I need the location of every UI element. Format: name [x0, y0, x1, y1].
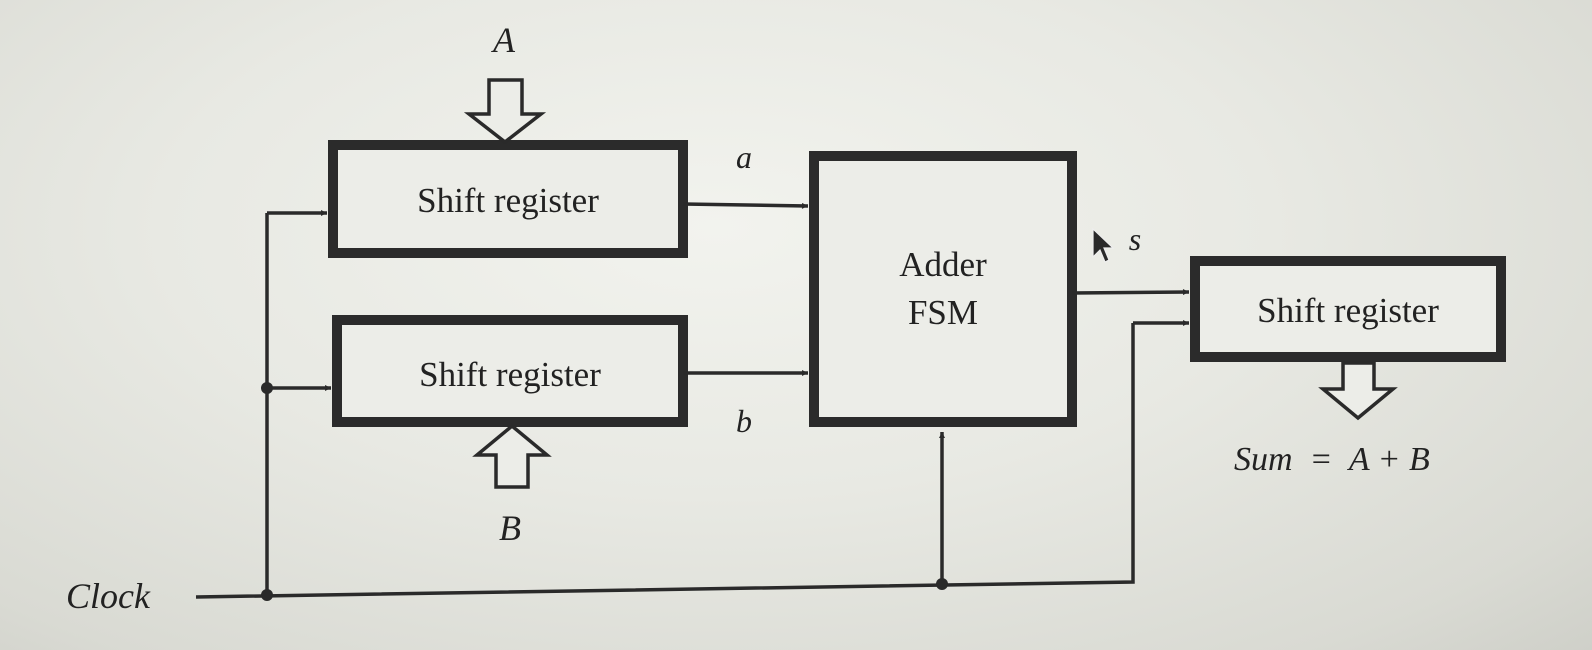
shift-register-sum-block — [1190, 256, 1506, 362]
shift-register-b-block — [332, 315, 688, 427]
parallel-input-b-arrow — [472, 423, 552, 489]
sum-equation-label: Sum = A + B — [1234, 441, 1430, 478]
junction-dot — [261, 382, 273, 394]
shift-register-sum-label: Shift register — [1257, 291, 1439, 330]
adder-fsm-label-line1: Adder — [899, 245, 987, 284]
input-a-label: A — [491, 20, 516, 60]
serial-b-label: b — [736, 403, 752, 439]
clock-main-line — [195, 323, 1135, 599]
junction-dot — [936, 578, 948, 590]
shift-register-b-label: Shift register — [419, 355, 601, 394]
mouse-cursor-icon — [1092, 227, 1115, 263]
serial-a-label: a — [736, 139, 752, 175]
serial-s-label: s — [1129, 221, 1141, 257]
input-b-label: B — [499, 508, 521, 548]
clock-label: Clock — [66, 576, 151, 616]
adder-fsm-label-line2: FSM — [908, 293, 978, 332]
parallel-input-a-arrow — [463, 78, 547, 145]
wire-s-to-sum-register — [1071, 289, 1190, 296]
junction-dot — [261, 589, 273, 601]
shift-register-a-block — [328, 140, 688, 258]
shift-register-a-label: Shift register — [417, 181, 599, 220]
adder-fsm-block — [809, 151, 1077, 427]
wire-a-to-adder — [682, 202, 809, 209]
parallel-output-sum-arrow — [1318, 361, 1398, 421]
